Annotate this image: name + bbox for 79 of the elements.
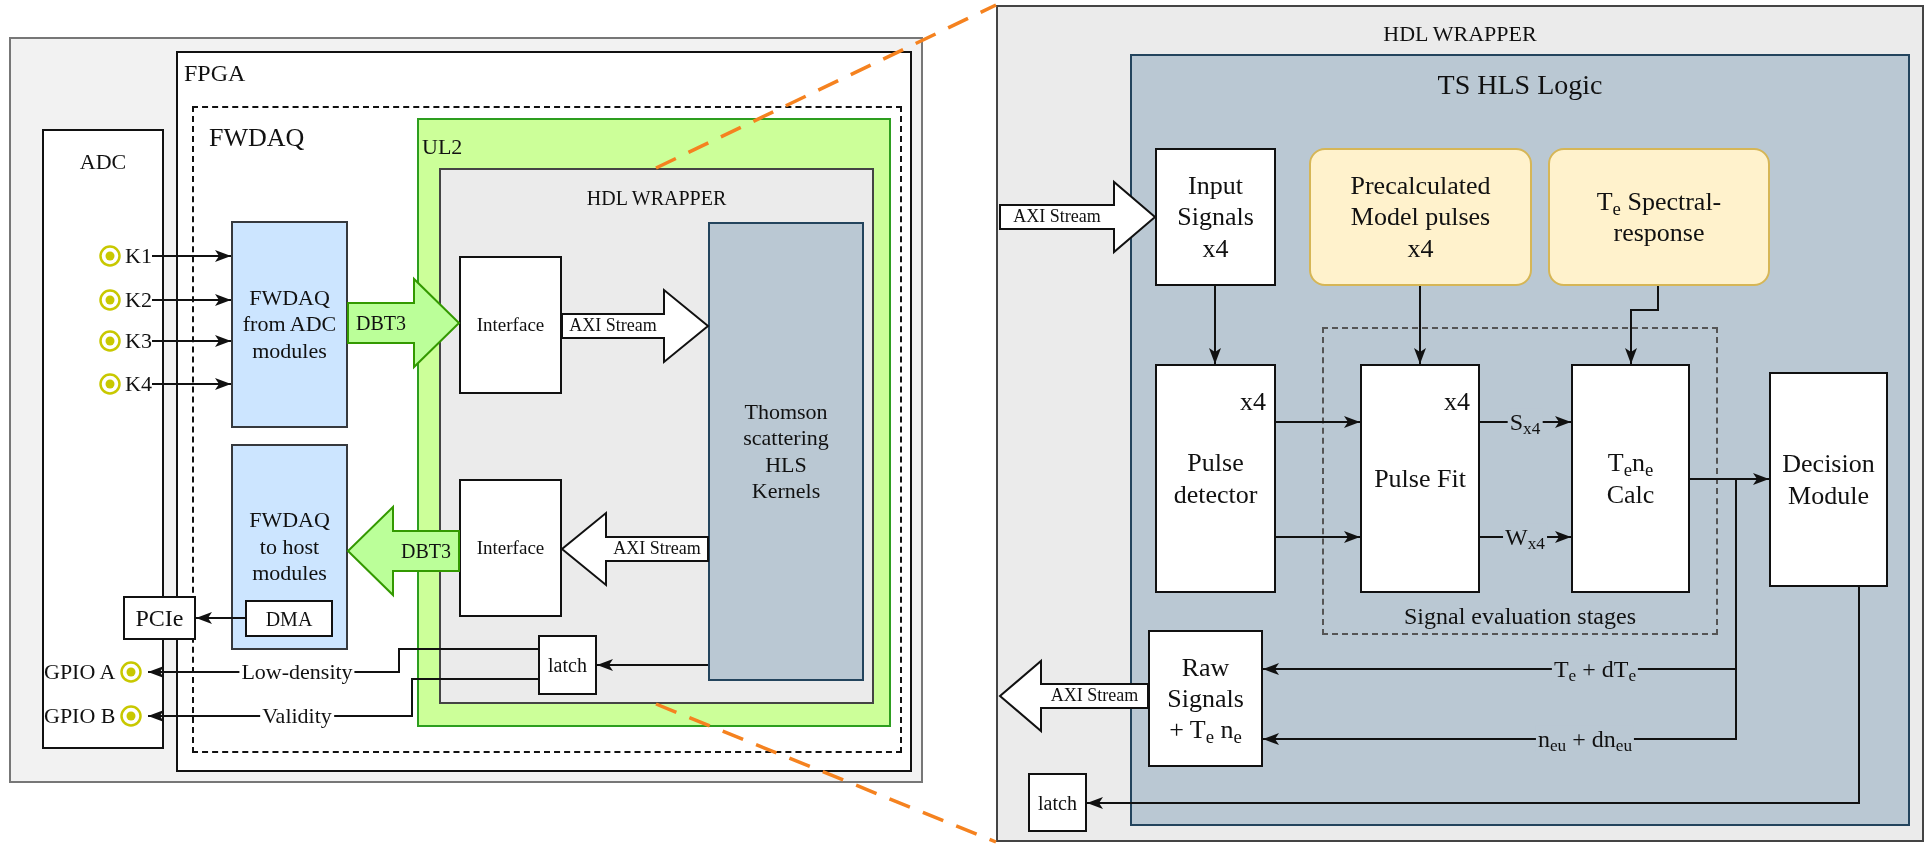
block-arrow (560, 510, 709, 588)
data-store-box (1548, 148, 1770, 286)
block-arrow (998, 658, 1149, 734)
edge-label: AXI Stream (1049, 686, 1140, 706)
box-label: FWDAQ from ADC modules (241, 284, 338, 365)
module-box (231, 221, 348, 428)
box-label: Raw Signals + T$_{e}$ n$_{e}$ (1166, 651, 1245, 746)
box-label: Thomson scattering HLS Kernels (742, 398, 830, 505)
arrow (1625, 285, 1659, 365)
wrapper-panel (996, 5, 1924, 842)
edge-label: AXI Stream (568, 316, 658, 336)
arrow (151, 250, 232, 262)
box-title: HDL WRAPPER (586, 186, 727, 210)
box-label: Decision Module (1781, 448, 1876, 511)
multiplier-label: x4 (1240, 386, 1266, 418)
data-store-box (1309, 148, 1532, 286)
box-title: ADC (79, 149, 127, 176)
arrow (1275, 531, 1361, 543)
edge-label: AXI Stream (1012, 207, 1102, 227)
box-label: FWDAQ to host modules (248, 507, 331, 587)
arrow (195, 612, 246, 624)
interface-box (459, 479, 562, 617)
box-title: FWDAQ (209, 122, 305, 154)
process-box (1360, 364, 1480, 593)
box-label: latch (548, 653, 587, 677)
interface-box (459, 256, 562, 394)
block-arrow (999, 179, 1157, 255)
arrow (1209, 285, 1221, 365)
port-label: GPIO A (44, 658, 116, 686)
edge-label: DBT3 (355, 312, 407, 334)
box-label: latch (1038, 790, 1077, 815)
arrow (151, 378, 232, 390)
port-label: K1 (125, 242, 152, 270)
zoom-guide-line (655, 3, 997, 170)
box-title: Signal evaluation stages (1404, 602, 1636, 631)
box-label: Interface (476, 536, 545, 560)
block-arrow (561, 287, 710, 365)
latch-box (1028, 773, 1087, 832)
port-label: K2 (125, 286, 152, 314)
box-label: PCIe (135, 603, 184, 633)
block-arrow (347, 276, 461, 370)
process-box (1155, 364, 1276, 593)
box-label: Pulse Fit (1374, 462, 1466, 495)
port-label: GPIO B (44, 702, 116, 730)
dashed-group-boundary (1322, 327, 1718, 635)
arrow (1414, 285, 1426, 365)
arrow (596, 659, 709, 671)
box-title: FPGA (184, 59, 246, 88)
box-label: Precalculated Model pulses x4 (1349, 170, 1492, 264)
latch-box (538, 635, 597, 695)
multiplier-label: x4 (1444, 386, 1470, 418)
process-box (1148, 630, 1263, 767)
port-label: K3 (125, 327, 152, 355)
block-arrow (346, 504, 460, 598)
box-label: Interface (476, 313, 545, 337)
box-title: TS HLS Logic (1437, 68, 1603, 102)
edge-label: AXI Stream (612, 539, 702, 559)
box-label: T$_{e}$n$_{e}$ Calc (1605, 447, 1656, 510)
kernel-block (708, 222, 864, 681)
box-label: DMA (265, 606, 313, 631)
port-label: K4 (125, 370, 152, 398)
interface-box (123, 596, 196, 640)
box-label: T$_{e}$ Spectral-response (1595, 185, 1723, 249)
zoom-guide-line (655, 702, 997, 844)
module-box (231, 444, 348, 650)
arrow (151, 335, 232, 347)
box-title: UL2 (422, 134, 463, 161)
arrow (151, 294, 232, 306)
box-label: Input Signals x4 (1176, 170, 1255, 264)
device-enclosure (9, 37, 923, 783)
arrow (1275, 416, 1361, 428)
arrow (1086, 586, 1860, 809)
edge-label: DBT3 (400, 540, 452, 562)
process-box (1571, 364, 1690, 593)
dma-box (245, 600, 333, 637)
box-label: Pulse detector (1172, 447, 1259, 510)
box-title: HDL WRAPPER (1383, 21, 1537, 48)
process-box (1769, 372, 1888, 587)
process-box (1155, 148, 1276, 286)
